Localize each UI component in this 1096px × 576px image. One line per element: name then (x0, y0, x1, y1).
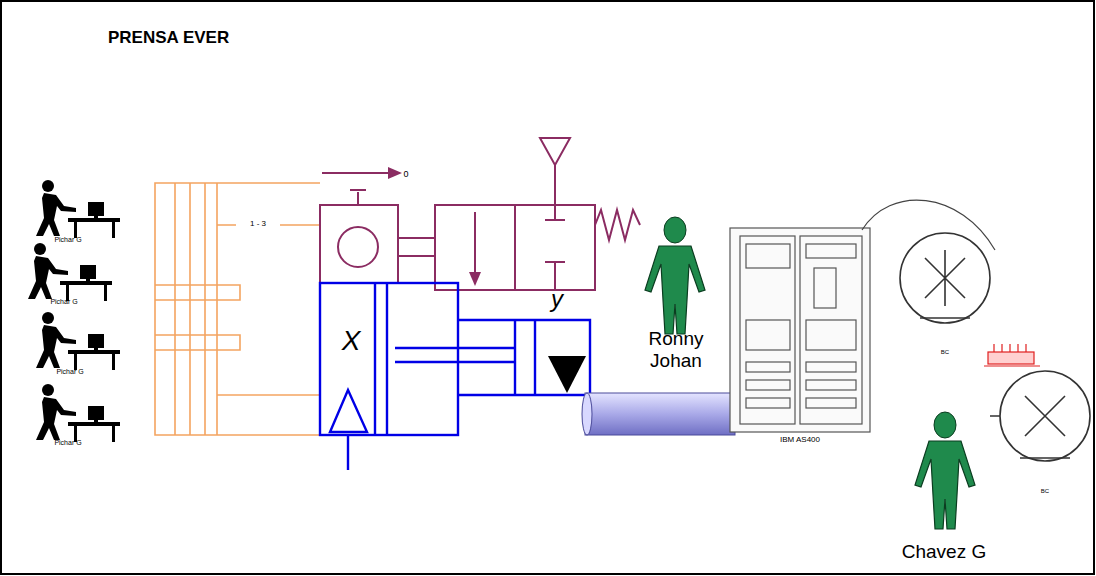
wire-label: 1 - 3 (250, 219, 266, 228)
person-name: Chavez G (902, 541, 986, 563)
diagram-title: PRENSA EVER (108, 28, 229, 48)
valve-letter: y (551, 285, 563, 313)
operator-name: Pichar G (56, 368, 83, 376)
disk-label: BC (1041, 488, 1049, 495)
operator-name: Pichar G (54, 236, 81, 244)
signal-label: 0 (403, 169, 408, 179)
disk-label: BC (941, 349, 949, 356)
person-name: Ronny Johan (636, 328, 716, 372)
valve-letter: X (342, 325, 361, 357)
operator-name: Pichar G (54, 439, 81, 447)
server-box: IBM AS400 (730, 228, 870, 432)
server-label: IBM AS400 (730, 435, 870, 444)
operator-name: Pichar G (50, 298, 77, 306)
